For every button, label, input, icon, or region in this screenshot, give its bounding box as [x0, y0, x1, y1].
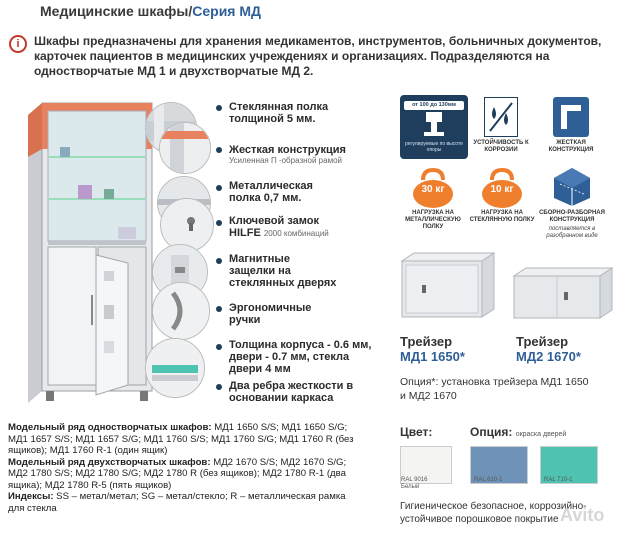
swatch-blue: [470, 446, 528, 484]
swatch-teal: [540, 446, 598, 484]
single-text: МД1 1650 S/S; МД1 1650 S/G; МД1 1657 S/S…: [8, 422, 354, 456]
rigid-construction-icon: [553, 97, 589, 137]
safe-md2-title: Трейзер МД2 1670*: [516, 334, 581, 364]
title-main: Медицинские шкафы: [40, 3, 189, 19]
safe-md1-star: *: [459, 349, 465, 364]
index-label: Индексы:: [8, 491, 54, 502]
feature-metal-shelf: Металлическая полка 0,7 мм.: [229, 180, 313, 204]
color-option-label: Опция:: [470, 425, 513, 439]
ral-white-name: Белый: [401, 484, 420, 490]
safe-md1-word: Трейзер: [400, 334, 453, 349]
ral-white: RAL 9016: [401, 477, 428, 483]
detail-handle: [152, 282, 210, 340]
safe-md2-model-line: МД2 1670*: [516, 349, 581, 364]
intro-text: Шкафы предназначены для хранения медикам…: [34, 34, 602, 78]
feature-bullet: [216, 344, 222, 350]
safe-md1-image: [400, 252, 496, 318]
color-option: Опция: окраска дверей: [470, 425, 566, 439]
kettlebell-10-weight: 10 кг: [490, 184, 514, 195]
safe-md1-model-line: МД1 1650*: [400, 349, 465, 364]
load-glass-label: НАГРУЗКА НА СТЕКЛЯННУЮ ПОЛКУ: [469, 210, 535, 223]
safe-md2-star: *: [575, 349, 581, 364]
color-option-note: окраска дверей: [515, 431, 567, 438]
feet-note: регулируемые по высоте опоры: [404, 141, 463, 153]
safe-md1-title: Трейзер МД1 1650*: [400, 334, 465, 364]
detail-rigid-frame: [159, 122, 211, 174]
title-series: Серия МД: [192, 3, 261, 19]
option-note: Опция*: установка трейзера МД1 1650 и МД…: [400, 376, 589, 402]
assembly-note: поставляется в разобранном виде: [546, 226, 598, 239]
info-icon: i: [9, 35, 27, 53]
double-text: МД2 1670 S/S; МД2 1670 S/G; МД2 1780 S/S…: [8, 456, 347, 491]
swatch-blue-label: RAL 610-1: [474, 477, 503, 483]
feature-bullet: [216, 185, 222, 191]
index-text: SS – метал/метал; SG – метал/стекло; R –…: [8, 491, 346, 514]
kettlebell-30-icon: [413, 168, 453, 208]
safe-md2-image: [512, 267, 614, 319]
corrosion-icon: [484, 97, 518, 137]
swatch-white: [400, 446, 452, 484]
safe-md2-model: МД2 1670: [516, 349, 576, 364]
feature-base-ribs: Два ребра жесткости в основании каркаса: [229, 380, 354, 404]
assembly-label: СБОРНО-РАЗБОРНАЯ КОНСТРУКЦИЯ: [539, 210, 605, 223]
feature-bullet: [216, 258, 222, 264]
feature-thickness: Толщина корпуса - 0.6 мм, двери - 0.7 мм…: [229, 339, 372, 375]
double-label: Модельный ряд двухстворчатых шкафов:: [8, 456, 211, 468]
kettlebell-10-icon: [482, 168, 522, 208]
feature-bullet: [216, 105, 222, 111]
kettlebell-30-weight: 30 кг: [421, 184, 445, 195]
feature-bullet: [216, 220, 222, 226]
coating-note: Гигиеническое безопасное, коррозийно-уст…: [400, 501, 587, 525]
feature-handles: Эргономичные ручки: [229, 302, 312, 326]
detail-base-ribs: [145, 338, 205, 398]
feet-icon-box: от 100 до 130мм регулируемые по высоте о…: [400, 95, 468, 159]
feature-bullet: [216, 306, 222, 312]
watermark-logo: Avito: [560, 505, 604, 526]
feature-magnetic: Магнитные защелки на стеклянных дверях: [229, 253, 337, 289]
feature-bullet: [216, 147, 222, 153]
assembly-cube-icon: [554, 168, 590, 206]
corrosion-label: УСТОЙЧИВОСТЬ К КОРРОЗИИ: [473, 140, 529, 153]
color-label: Цвет:: [400, 425, 433, 439]
adjustable-feet-icon: [424, 112, 444, 136]
load-metal-label: НАГРУЗКА НА МЕТАЛЛИЧЕСКУЮ ПОЛКУ: [405, 210, 461, 230]
feature-glass-shelf: Стеклянная полка толщиной 5 мм.: [229, 101, 329, 125]
watermark-text: Avito: [560, 505, 605, 525]
feature-bullet: [216, 384, 222, 390]
page-title: Медицинские шкафы/Серия МД: [40, 3, 261, 19]
safe-md1-model: МД1 1650: [400, 349, 460, 364]
feet-height-range: от 100 до 130мм: [404, 101, 464, 110]
detail-key-lock: [160, 198, 214, 252]
single-label: Модельный ряд одностворчатых шкафов:: [8, 422, 212, 433]
rigid-label: ЖЕСТКАЯ КОНСТРУКЦИЯ: [548, 140, 594, 153]
safe-md2-word: Трейзер: [516, 334, 569, 349]
swatch-teal-label: RAL 710-1: [544, 477, 573, 483]
model-range: Модельный ряд одностворчатых шкафов: МД1…: [8, 422, 360, 514]
cabinet-illustration: [28, 102, 153, 403]
title-separator: /: [188, 3, 193, 19]
